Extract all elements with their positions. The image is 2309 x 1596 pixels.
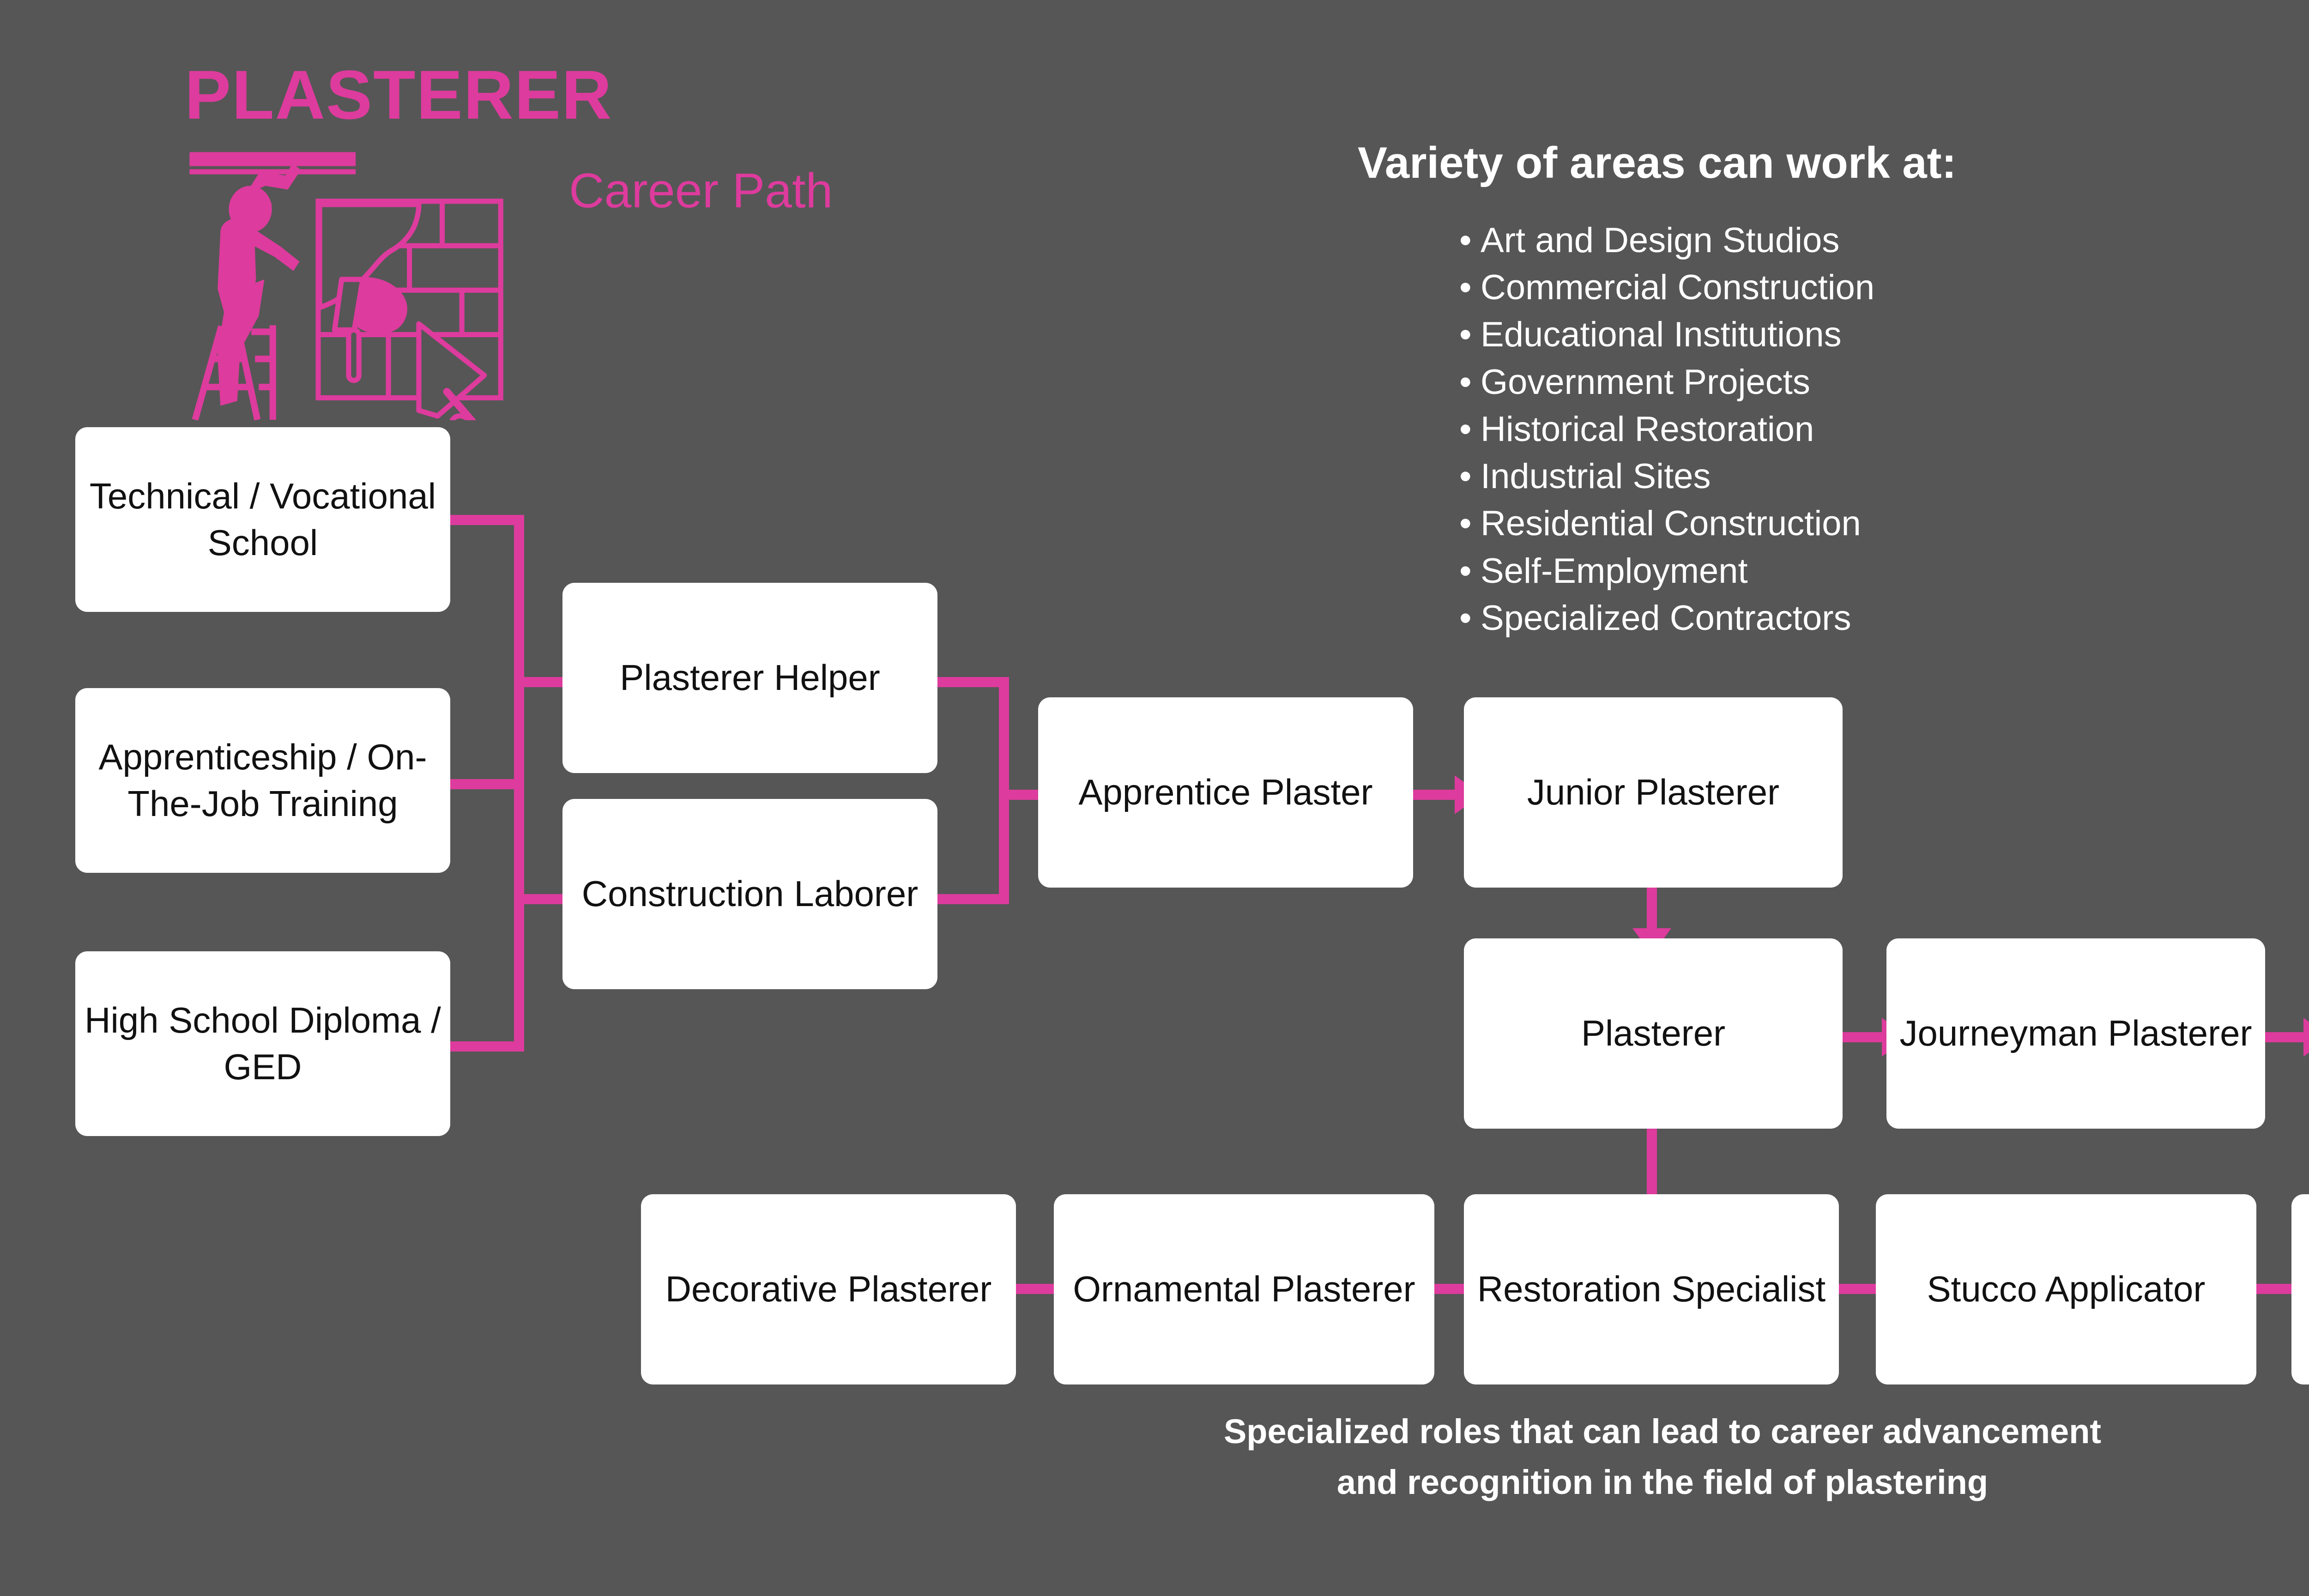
list-item: Residential Construction	[1459, 500, 1874, 547]
connector-apprentice-to-bus	[450, 779, 524, 789]
node-plasterer[interactable]: Plasterer	[1464, 938, 1843, 1129]
node-journeyman-plasterer[interactable]: Journeyman Plasterer	[1886, 938, 2265, 1129]
connector-journeyman-to-senior	[2262, 1032, 2308, 1042]
node-instructor-trainer[interactable]: Instructor / Trainer	[2291, 1194, 2309, 1384]
node-restoration-specialist[interactable]: Restoration Specialist	[1464, 1194, 1839, 1384]
node-technical-vocational-school[interactable]: Technical / Vocational School	[75, 427, 450, 612]
list-item: Historical Restoration	[1459, 406, 1874, 453]
caption-line-1: Specialized roles that can lead to caree…	[1223, 1412, 2102, 1451]
connector-plasterer-to-restoration	[1647, 1127, 1657, 1201]
list-item: Specialized Contractors	[1459, 595, 1874, 642]
list-item: Industrial Sites	[1459, 453, 1874, 500]
connector-apprentice-to-junior	[1413, 790, 1459, 800]
node-high-school-diploma-ged[interactable]: High School Diploma / GED	[75, 951, 450, 1136]
list-item: Educational Institutions	[1459, 311, 1874, 358]
connector-stucco-to-instructor	[2254, 1284, 2295, 1294]
node-apprentice-plaster[interactable]: Apprentice Plaster	[1038, 697, 1413, 888]
page-subtitle: Career Path	[569, 163, 833, 218]
areas-list: Art and Design Studios Commercial Constr…	[1459, 217, 1874, 642]
node-construction-laborer[interactable]: Construction Laborer	[562, 799, 937, 989]
page-title: PLASTERER	[185, 56, 613, 133]
node-stucco-applicator[interactable]: Stucco Applicator	[1876, 1194, 2256, 1384]
caption-line-2: and recognition in the field of plasteri…	[1336, 1463, 1989, 1501]
list-item: Art and Design Studios	[1459, 217, 1874, 264]
connector-bus-to-apprentice	[999, 790, 1043, 800]
connector-restoration-to-stucco	[1836, 1284, 1877, 1294]
node-junior-plasterer[interactable]: Junior Plasterer	[1464, 697, 1843, 888]
node-apprenticeship-training[interactable]: Apprenticeship / On-The-Job Training	[75, 688, 450, 873]
plasterer-on-ladder-illustration	[189, 152, 503, 420]
connector-tech-to-bus	[450, 515, 524, 525]
connector-laborer-out	[935, 894, 1009, 904]
arrowhead-to-senior-lead-plasterer	[2303, 1018, 2309, 1057]
connector-decorative-to-ornamental	[1015, 1284, 1057, 1294]
areas-heading: Variety of areas can work at:	[1358, 138, 1957, 187]
node-ornamental-plasterer[interactable]: Ornamental Plasterer	[1054, 1194, 1434, 1384]
connector-plasterer-to-journeyman	[1840, 1032, 1886, 1042]
node-plasterer-helper[interactable]: Plasterer Helper	[562, 583, 937, 773]
list-item: Commercial Construction	[1459, 264, 1874, 311]
list-item: Self-Employment	[1459, 548, 1874, 595]
connector-education-vertical-bus	[514, 515, 524, 1052]
list-item: Government Projects	[1459, 359, 1874, 406]
connector-highschool-to-bus	[450, 1041, 524, 1052]
connector-helper-out	[935, 677, 1009, 687]
connector-junior-to-plasterer	[1647, 886, 1657, 941]
node-decorative-plasterer[interactable]: Decorative Plasterer	[641, 1194, 1016, 1384]
